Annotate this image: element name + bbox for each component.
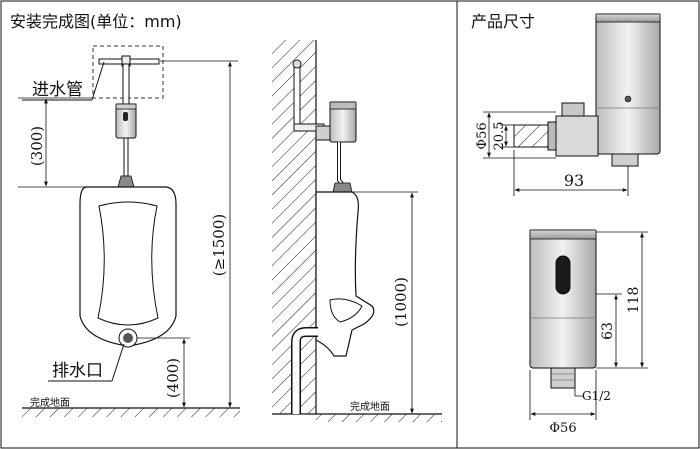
product-side-flange [547, 121, 557, 151]
product-side-outlet [611, 153, 639, 167]
urinal-front-bowl [97, 201, 159, 326]
flush-valve-cap [115, 103, 137, 110]
dim-93-text: 93 [564, 171, 584, 190]
inlet-pipe-label: 进水管 [32, 80, 83, 100]
drain-leader [111, 343, 125, 382]
left-panel-title: 安装完成图(单位：mm) [10, 12, 182, 31]
side-drain-pipe-inner [292, 328, 318, 414]
side-valve-body [315, 125, 331, 141]
flush-spud [117, 175, 135, 188]
side-pipe-elbow [292, 59, 302, 69]
flush-pipe-front [123, 137, 129, 177]
dim-1000-text: (1000) [392, 277, 410, 327]
product-side-housing [595, 13, 661, 155]
product-side-topcap [595, 13, 661, 23]
product-side-thread [513, 124, 549, 148]
right-panel-title: 产品尺寸 [471, 12, 535, 31]
side-valve-cap [329, 101, 357, 110]
dim-phi56-bottom-text: Φ56 [549, 421, 576, 436]
drain-label: 排水口 [52, 361, 103, 381]
product-front-topcap [529, 229, 597, 240]
product-front-housing [529, 229, 597, 369]
product-side-indicator [624, 95, 632, 103]
side-spud [332, 182, 353, 193]
product-side-nut [561, 102, 585, 117]
inlet-leader [91, 61, 105, 101]
flush-sensor-window [123, 112, 128, 121]
drain-hole [123, 333, 133, 343]
product-front-outlet [550, 367, 576, 389]
side-floor-label: 完成地面 [350, 400, 390, 413]
product-front-sensor-window [555, 255, 571, 295]
side-supply-pipe [293, 61, 301, 131]
side-floor-hatch [316, 414, 442, 422]
front-floor-hatch [22, 408, 240, 417]
dim-205-text: 20.5 [492, 122, 507, 151]
side-urinal-body [315, 191, 375, 357]
urinal-front-body [79, 186, 177, 347]
front-floor-label: 完成地面 [30, 396, 70, 409]
g12-text: G1/2 [582, 389, 611, 403]
dim-63-text: 63 [600, 322, 616, 340]
dim-300-text: (300) [28, 126, 46, 166]
dim-phi56-side-text: Φ56 [475, 122, 490, 149]
dim-400-text: (400) [164, 358, 182, 398]
inlet-pipe-vertical [122, 63, 130, 105]
product-side-valve-body [555, 115, 599, 157]
dim-1500-text: (≥1500) [210, 214, 228, 276]
side-urinal-lip [329, 298, 363, 323]
dim-118-text: 118 [626, 287, 642, 314]
